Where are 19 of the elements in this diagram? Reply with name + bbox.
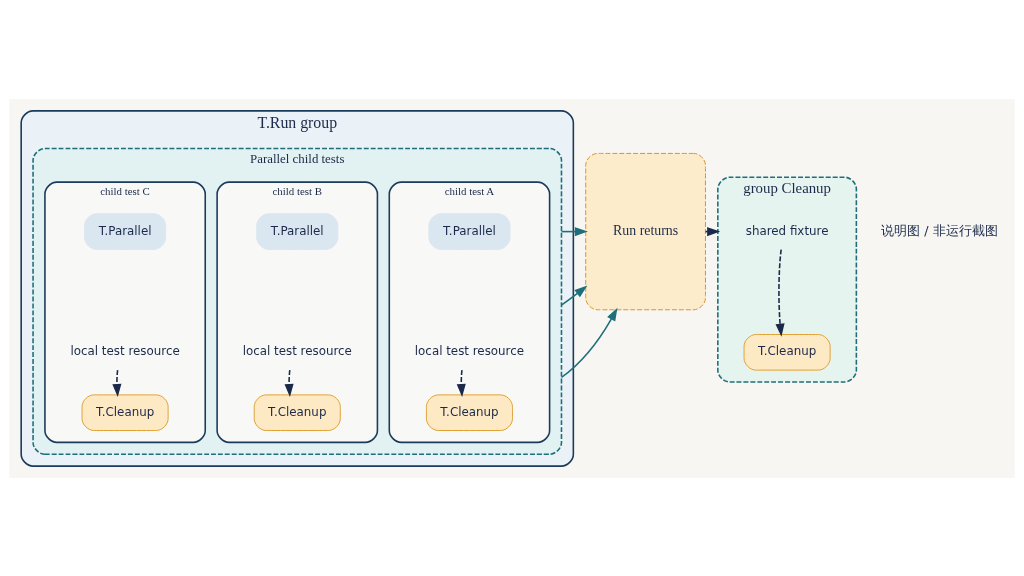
node-text: local test resource: [414, 343, 525, 358]
node-box: T.Cleanup: [425, 393, 513, 431]
node-text: shared fixture: [745, 223, 829, 238]
node-box: T.Parallel: [428, 212, 511, 250]
node-box: Run returns: [585, 152, 706, 310]
arrow: [284, 368, 294, 397]
label: 说明图 / 非运行截图: [881, 222, 998, 238]
arrow: [112, 368, 122, 397]
node-text: local test resource: [242, 343, 352, 358]
node-box: T.Parallel: [256, 212, 339, 250]
node-box: T.Parallel: [84, 212, 167, 250]
arrow: [560, 285, 588, 306]
node-box: T.Cleanup: [81, 393, 169, 431]
node-box: T.Cleanup: [253, 393, 341, 431]
node-text: local test resource: [70, 343, 180, 358]
node-box: T.Cleanup: [743, 333, 831, 371]
arrow: [775, 248, 785, 337]
arrow: [560, 307, 618, 378]
arrow: [456, 368, 466, 397]
